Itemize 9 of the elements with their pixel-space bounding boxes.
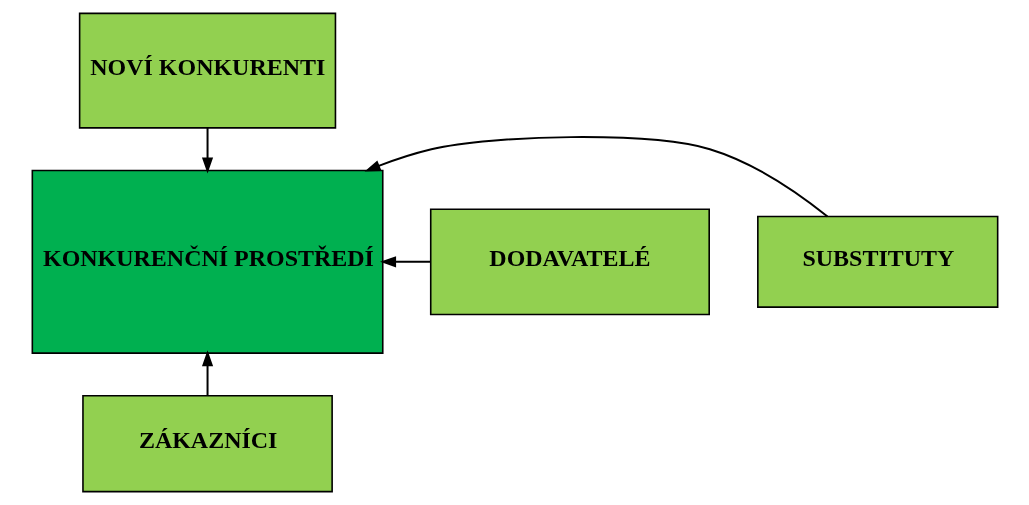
arrow — [364, 136, 828, 218]
arrow — [201, 350, 213, 397]
node-box: KONKURENČNÍ PROSTŘEDÍ — [31, 169, 384, 354]
node-box: DODAVATELÉ — [429, 208, 710, 316]
node-box: NOVÍ KONKURENTI — [78, 12, 336, 129]
arrow — [201, 127, 213, 174]
node-box: ZÁKAZNÍCI — [81, 394, 333, 493]
arrow — [379, 256, 432, 268]
node-box: SUBSTITUTY — [756, 215, 998, 308]
